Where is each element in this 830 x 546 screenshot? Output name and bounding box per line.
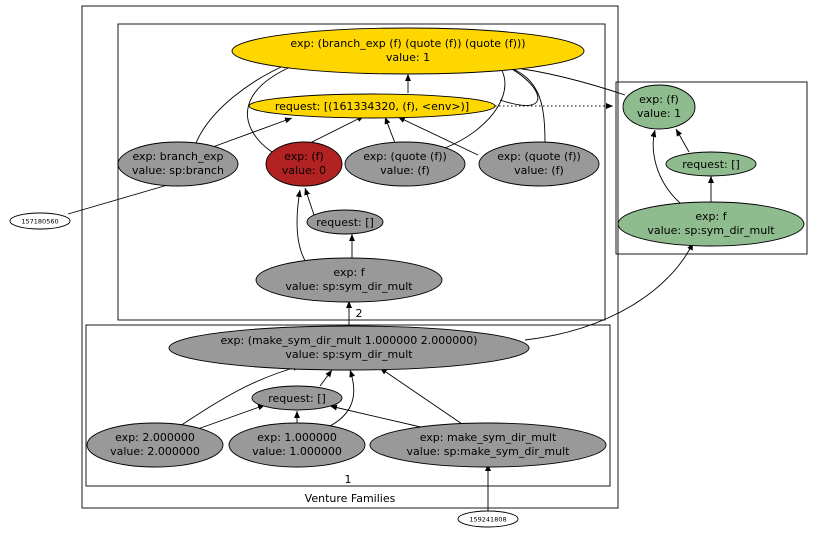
svg-text:157180560: 157180560 [21,218,58,226]
family-2-cluster [117,23,606,321]
svg-text:159241808: 159241808 [469,516,506,524]
svg-text:exp: (f): exp: (f) [284,150,324,163]
edge-makesp-to-req1 [329,404,426,429]
svg-text:value: sp:sym_dir_mult: value: sp:sym_dir_mult [285,348,413,361]
svg-text:exp: (make_sym_dir_mult 1.0000: exp: (make_sym_dir_mult 1.000000 2.00000… [220,334,477,347]
node-quote-2[interactable]: exp: (quote (f)) value: (f) [478,141,600,187]
svg-text:value: sp:branch: value: sp:branch [132,164,224,177]
edge-fsym2-to-fcall [295,189,311,269]
venture-families-cluster [81,5,619,509]
node-request-empty-1[interactable]: request: [] [251,385,343,411]
svg-text:value: 0: value: 0 [282,164,326,177]
node-green-f[interactable]: exp: (f) value: 1 [622,84,696,130]
edge-greenreq-to-greenf [675,128,690,153]
node-top-exp[interactable]: exp: (branch_exp (f) (quote (f)) (quote … [231,27,585,75]
edge-green-to-top [499,63,626,96]
family-1-cluster [85,324,611,487]
node-address-159241808[interactable]: 159241808 [457,510,519,528]
svg-text:request: [(161334320, (f), <en: request: [(161334320, (f), <env>)] [275,100,469,113]
node-address-157180560[interactable]: 157180560 [9,212,71,230]
node-num-1[interactable]: exp: 1.000000 value: 1.000000 [228,422,366,468]
edge-makesp-to-make [379,367,466,427]
svg-text:exp: (branch_exp (f) (quote (f: exp: (branch_exp (f) (quote (f)) (quote … [290,37,525,50]
svg-text:exp: make_sym_dir_mult: exp: make_sym_dir_mult [420,431,557,444]
edge-addr157-to-branch [67,181,179,215]
svg-text:value: (f): value: (f) [380,164,430,177]
node-green-request[interactable]: request: [] [665,151,757,177]
node-f-sym-2[interactable]: exp: f value: sp:sym_dir_mult [255,257,443,303]
family-1-label: 1 [345,473,352,486]
edge-num1-to-make [329,369,356,427]
svg-text:exp: f: exp: f [333,266,365,279]
edge-num2-to-req1 [194,404,266,431]
svg-text:value: 1: value: 1 [386,51,430,64]
svg-text:value: 1.000000: value: 1.000000 [252,445,342,458]
svg-text:exp: 2.000000: exp: 2.000000 [115,431,195,444]
edge-quote1-to-top [444,62,506,149]
svg-text:value: sp:sym_dir_mult: value: sp:sym_dir_mult [285,280,413,293]
node-make-sym-sp[interactable]: exp: make_sym_dir_mult value: sp:make_sy… [369,422,607,468]
node-quote-1[interactable]: exp: (quote (f)) value: (f) [344,141,466,187]
svg-text:request: []: request: [] [682,158,740,171]
edge-greensym-to-greenf [650,129,681,204]
edge-make-to-greensym [524,242,694,341]
svg-text:value: (f): value: (f) [514,164,564,177]
edge-branch-to-request [209,117,293,149]
svg-text:exp: 1.000000: exp: 1.000000 [257,431,337,444]
edge-quote2-to-request [397,116,479,156]
edges [67,61,714,512]
svg-text:value: sp:sym_dir_mult: value: sp:sym_dir_mult [647,224,775,237]
edge-req2-to-fcall [304,187,316,219]
edge-quote1-to-request [384,116,396,144]
node-make-sym-dir-mult[interactable]: exp: (make_sym_dir_mult 1.000000 2.00000… [168,325,530,371]
svg-text:exp: (quote (f)): exp: (quote (f)) [363,150,447,163]
edge-req1-to-make [319,369,333,387]
edge-fcall-to-top [247,62,301,153]
svg-text:value: 2.000000: value: 2.000000 [110,445,200,458]
edge-num2-to-make [179,365,301,427]
node-f-call[interactable]: exp: (f) value: 0 [265,141,343,187]
svg-text:exp: f: exp: f [695,210,727,223]
node-num-2[interactable]: exp: 2.000000 value: 2.000000 [86,422,224,468]
svg-text:value: sp:make_sym_dir_mult: value: sp:make_sym_dir_mult [407,445,571,458]
node-top-request[interactable]: request: [(161334320, (f), <env>)] [248,93,496,119]
svg-text:exp: (quote (f)): exp: (quote (f)) [497,150,581,163]
node-green-sym[interactable]: exp: f value: sp:sym_dir_mult [617,201,805,247]
svg-text:request: []: request: [] [268,392,326,405]
svg-text:value: 1: value: 1 [637,107,681,120]
svg-text:exp: (f): exp: (f) [639,93,679,106]
svg-text:exp: branch_exp: exp: branch_exp [132,150,223,163]
family-2-label: 2 [356,307,363,320]
node-branch-exp[interactable]: exp: branch_exp value: sp:branch [117,141,239,187]
venture-families-title: Venture Families [305,492,396,505]
node-request-empty-2[interactable]: request: [] [306,209,384,235]
edge-branch-to-top [195,62,291,144]
svg-text:request: []: request: [] [316,216,374,229]
green-family-cluster [615,81,808,255]
